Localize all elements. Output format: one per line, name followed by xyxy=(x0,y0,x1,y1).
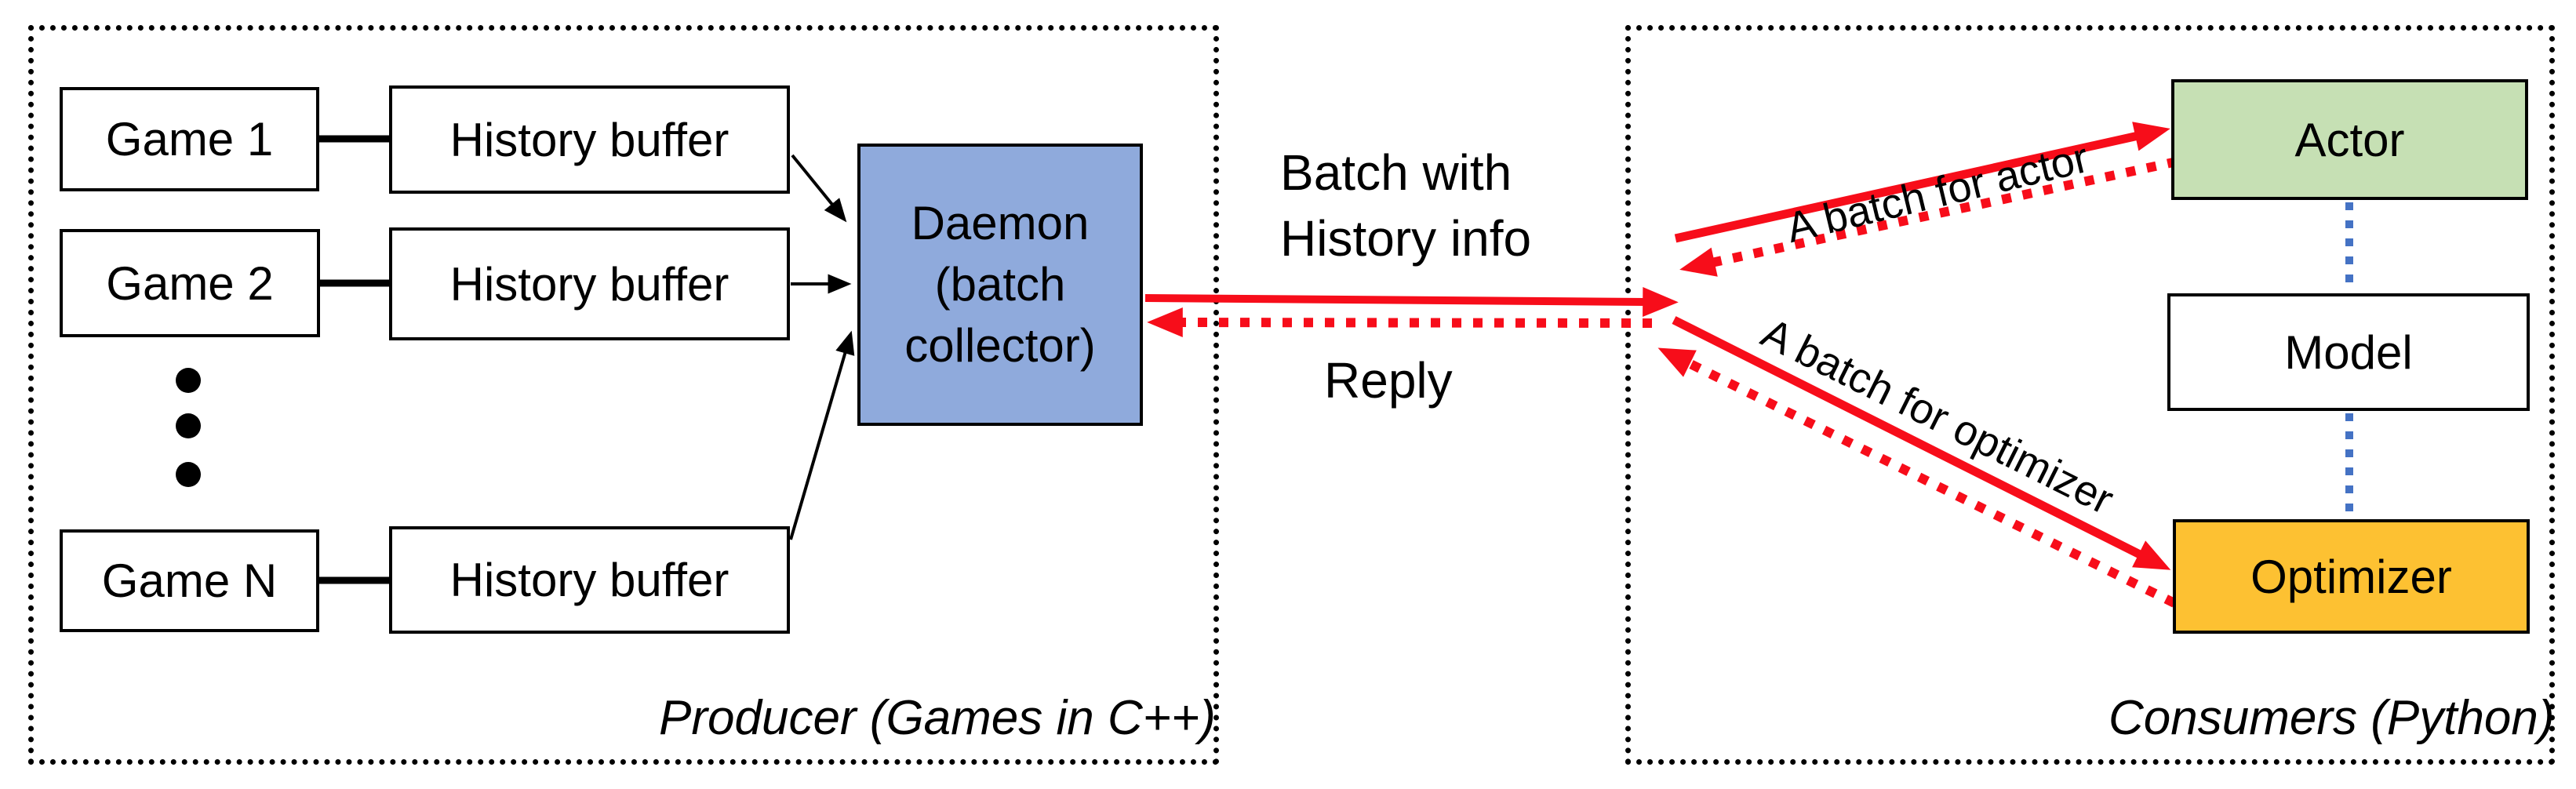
history-buffer-1-box: History buffer xyxy=(389,85,790,194)
history-buffer-n-box: History buffer xyxy=(389,526,790,634)
daemon-label-line3: collector) xyxy=(904,319,1096,372)
batch-request-label-line1: Batch with xyxy=(1280,144,1512,201)
game-n-box: Game N xyxy=(60,529,319,632)
arrow-reply-dotted xyxy=(1147,307,1653,338)
optimizer-box: Optimizer xyxy=(2173,519,2530,634)
history-buffer-2-box: History buffer xyxy=(389,227,790,340)
consumers-caption: Consumers (Python) xyxy=(2108,691,2555,745)
arrow-batch-request xyxy=(1144,286,1679,317)
ellipsis-dot-2 xyxy=(176,413,201,438)
ellipsis-dot-3 xyxy=(176,462,201,487)
daemon-box: Daemon (batch collector) xyxy=(857,144,1143,426)
consumers-container xyxy=(1625,25,2555,765)
game-2-label: Game 2 xyxy=(106,256,274,310)
history-buffer-n-label: History buffer xyxy=(449,554,730,606)
ellipsis-dot-1 xyxy=(176,368,201,393)
game-2-box: Game 2 xyxy=(60,229,320,337)
producer-container xyxy=(28,25,1219,765)
game-n-label: Game N xyxy=(101,554,278,607)
daemon-label-line2: (batch xyxy=(934,258,1066,311)
batch-request-label: Batch with History info xyxy=(1280,140,1531,271)
optimizer-label: Optimizer xyxy=(2250,550,2452,603)
daemon-label-line1: Daemon xyxy=(911,197,1090,249)
reply-label: Reply xyxy=(1324,352,1453,409)
game-1-box: Game 1 xyxy=(60,87,319,191)
history-buffer-2-label: History buffer xyxy=(449,257,730,311)
actor-label: Actor xyxy=(2294,113,2405,166)
batch-request-label-line2: History info xyxy=(1280,210,1532,267)
model-label: Model xyxy=(2284,325,2413,379)
game-1-label: Game 1 xyxy=(105,113,274,165)
producer-caption: Producer (Games in C++) xyxy=(659,691,1216,745)
history-buffer-1-label: History buffer xyxy=(449,113,730,166)
actor-box: Actor xyxy=(2171,79,2528,200)
model-box: Model xyxy=(2167,293,2530,411)
